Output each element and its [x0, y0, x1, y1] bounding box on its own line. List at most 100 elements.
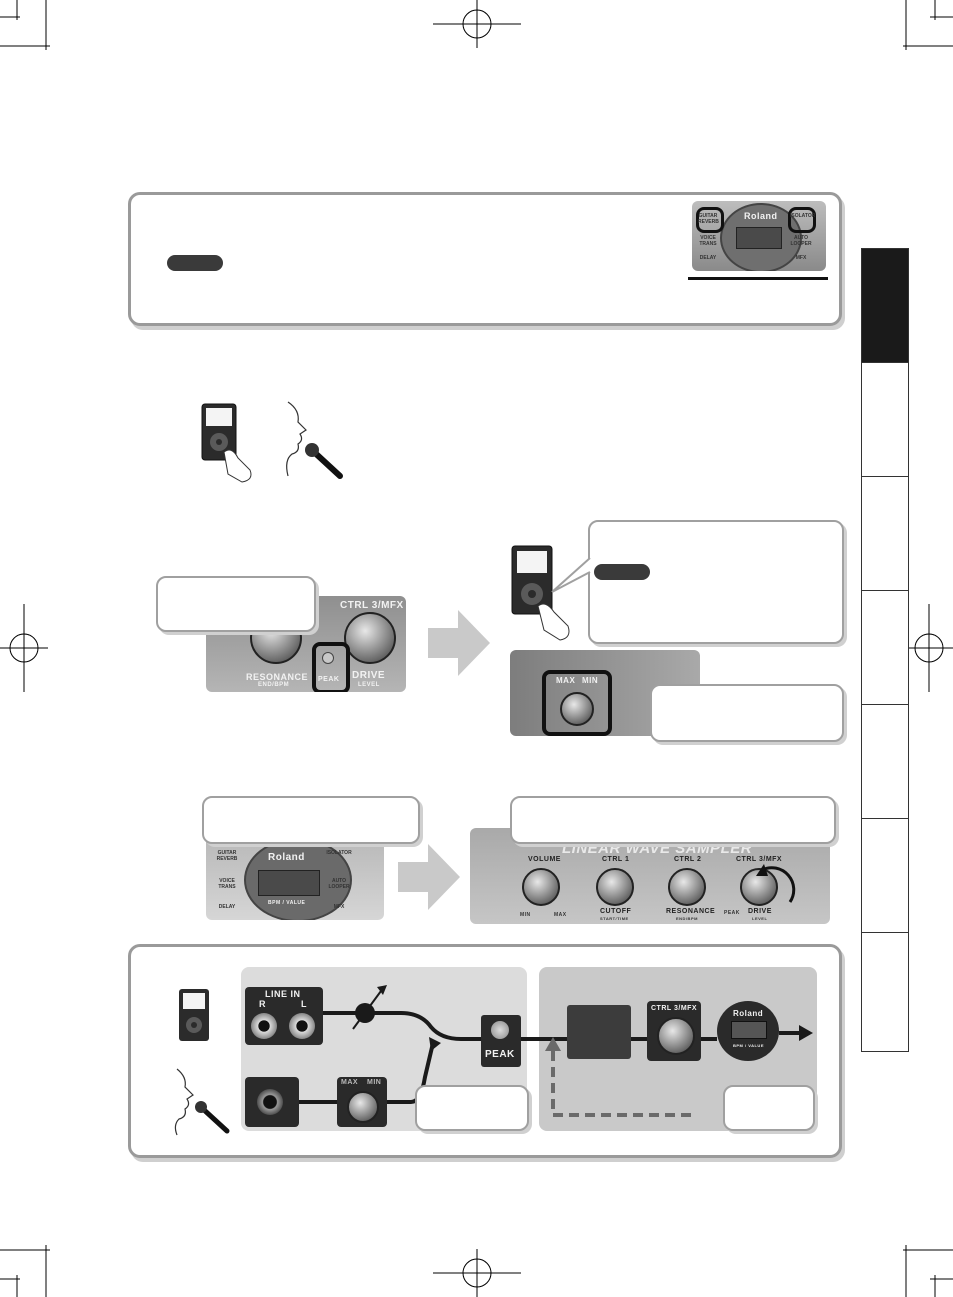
mic-jack[interactable]: [257, 1089, 283, 1115]
mic-min-label: MIN: [582, 676, 599, 685]
audio-player-icon-2: [511, 545, 570, 641]
diagram-ctrl-label: CTRL 3/MFX: [651, 1005, 698, 1012]
btn-mfx[interactable]: MFX: [795, 255, 807, 261]
rotate-arrow-icon: [756, 864, 796, 903]
line-in-r-label: R: [259, 999, 266, 1009]
volume-label: VOLUME: [528, 856, 561, 863]
signal-flow-box: LINE IN R L MAX MIN PEAK CTRL 3/MFX Rola…: [128, 944, 842, 1158]
cutoff-label: CUTOFF: [600, 908, 632, 915]
max-label: MAX: [554, 912, 567, 918]
side-tab-3[interactable]: [861, 476, 909, 592]
diagram-ctrl3-knob[interactable]: [657, 1017, 695, 1055]
step1-callout: [156, 576, 316, 632]
resonance-label-2: RESONANCE: [666, 908, 716, 915]
diagram-brand: Roland: [733, 1009, 764, 1018]
ctrl3-label-2: CTRL 3/MFX: [736, 856, 783, 863]
note-pill-label: [167, 255, 223, 271]
diagram-max-label: MAX: [341, 1079, 359, 1086]
mic-level-highlight: [542, 670, 612, 736]
side-tab-7[interactable]: [861, 932, 909, 1052]
ctrl2-knob[interactable]: [668, 868, 706, 906]
peak-callout: [415, 1085, 529, 1131]
step3-right-callout: [510, 796, 836, 844]
panel-display-2: [258, 870, 320, 896]
note-box: Roland GUITAR REVERB VOICE TRANS DELAY I…: [128, 192, 842, 326]
peak-label: PEAK: [318, 676, 340, 683]
panel-underline: [688, 277, 828, 280]
btn-voice-trans[interactable]: VOICE TRANS: [699, 235, 717, 247]
mic-jack-panel: [245, 1077, 299, 1127]
highlight-right-buttons: [788, 207, 816, 233]
side-tab-active[interactable]: [861, 248, 909, 364]
diagram-mic-level-knob[interactable]: [347, 1091, 379, 1123]
mic-level-knob[interactable]: [560, 692, 594, 726]
line-in-label: LINE IN: [265, 989, 301, 999]
display-panel: Roland BPM / VALUE: [717, 1001, 779, 1061]
peak-led: [322, 652, 334, 664]
ctrl3-label: CTRL 3/MFX: [340, 600, 404, 611]
side-tab-5[interactable]: [861, 704, 909, 820]
ctrl2-label: CTRL 2: [674, 856, 702, 863]
arrow-right-icon-2: [398, 844, 460, 910]
audio-player-icon-3: [179, 989, 209, 1041]
side-tab-6[interactable]: [861, 818, 909, 934]
drive-knob[interactable]: [344, 612, 396, 664]
ctrl3-panel: CTRL 3/MFX: [647, 1001, 701, 1061]
line-in-l-label: L: [301, 999, 307, 1009]
peak-led-2: [491, 1021, 509, 1039]
step3-right-panel-photo: LINEAR WAVE SAMPLER VOLUME CTRL 1 CTRL 2…: [470, 828, 830, 924]
btn-auto-looper[interactable]: AUTO LOOPER: [790, 235, 812, 247]
step2-pill-label: [594, 564, 650, 580]
singer-with-mic-icon-2: [174, 1068, 230, 1136]
line-in-jack-panel: LINE IN R L: [245, 987, 323, 1045]
volume-knob[interactable]: [522, 868, 560, 906]
display-callout: [723, 1085, 815, 1131]
resonance-label: RESONANCE: [246, 672, 309, 682]
btn-isolator[interactable]: ISOLATOR: [790, 213, 816, 219]
btn-guitar-reverb[interactable]: GUITAR REVERB: [698, 213, 719, 225]
btn-voice-trans-2[interactable]: VOICE TRANS: [218, 878, 236, 890]
callout-pointer: [551, 557, 591, 593]
peak-highlight: [312, 642, 350, 692]
ctrl1-knob[interactable]: [596, 868, 634, 906]
side-tab-4[interactable]: [861, 590, 909, 706]
btn-delay[interactable]: DELAY: [699, 255, 717, 261]
drive-label-2: DRIVE: [748, 908, 772, 915]
level-label: LEVEL: [358, 682, 380, 688]
diagram-display: [731, 1021, 767, 1039]
highlight-left-buttons: [696, 207, 724, 233]
step3-left-callout: [202, 796, 420, 844]
top-panel-photo: Roland GUITAR REVERB VOICE TRANS DELAY I…: [692, 201, 826, 271]
signal-lines: [299, 985, 813, 1117]
mic-max-label: MAX: [556, 676, 576, 685]
level-label-2: LEVEL: [752, 916, 768, 921]
diagram-bpm-label: BPM / VALUE: [733, 1043, 764, 1048]
start-time-label: START/TIME: [600, 916, 629, 921]
effect-block: [567, 1005, 631, 1059]
end-bpm-label: END/BPM: [258, 682, 290, 688]
btn-isolator-2[interactable]: ISOLATOR: [326, 850, 352, 856]
bpm-value-label: BPM / VALUE: [268, 900, 306, 906]
btn-mfx-2[interactable]: MFX: [333, 904, 345, 910]
step3-left-panel-photo: Roland BPM / VALUE GUITAR REVERB VOICE T…: [206, 836, 384, 920]
panel-brand: Roland: [744, 211, 778, 221]
end-bpm-label-2: END/BPM: [676, 916, 698, 921]
drive-label: DRIVE: [352, 670, 386, 681]
btn-delay-2[interactable]: DELAY: [218, 904, 236, 910]
mic-level-panel: MAX MIN: [337, 1077, 387, 1127]
step2-callout: [588, 520, 844, 644]
line-in-l-jack[interactable]: [289, 1013, 315, 1039]
panel-display: [736, 227, 782, 249]
step2-level-callout: [650, 684, 844, 742]
btn-auto-looper-2[interactable]: AUTO LOOPER: [328, 878, 350, 890]
side-tab-2[interactable]: [861, 362, 909, 478]
min-label: MIN: [520, 912, 531, 918]
line-in-r-jack[interactable]: [251, 1013, 277, 1039]
singer-with-mic-icon: [286, 401, 343, 479]
sampler-title: LINEAR WAVE SAMPLER: [562, 840, 753, 857]
arrow-right-icon: [428, 610, 490, 676]
diagram-min-label: MIN: [367, 1079, 382, 1086]
audio-player-icon: [201, 403, 252, 483]
btn-guitar-reverb-2[interactable]: GUITAR REVERB: [216, 850, 238, 862]
